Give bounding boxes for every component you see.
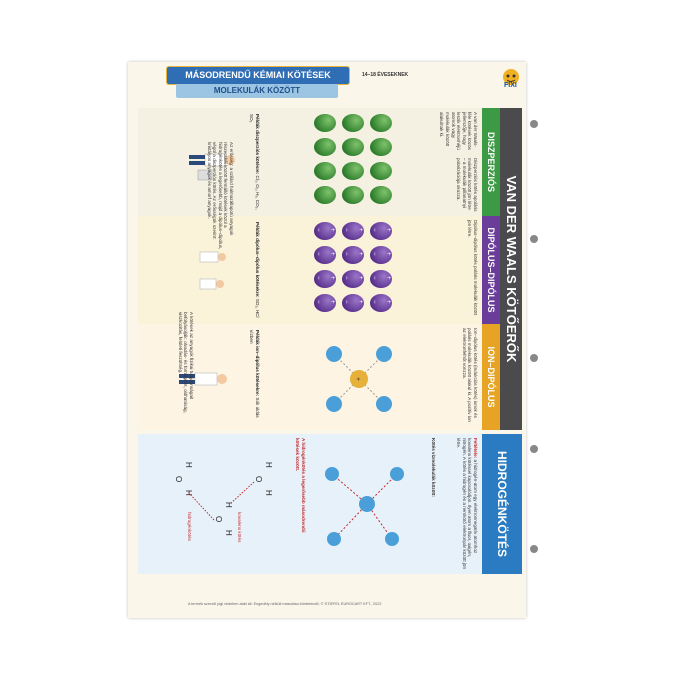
column-dipole: Dipólus–dipólus kötés poláris molekulák … (138, 216, 482, 324)
column-hydrogen-bond: Feltétele: a hidrogén-atom egy elektronn… (138, 434, 482, 574)
subsection-dip: DIPÓLUS–DIPÓLUS (482, 216, 500, 324)
column-dispersion: A van der Waals-féle kötések közös jelle… (138, 108, 482, 216)
column-ion-dipole: Ion–dipólus kötés (indukciós kötés) iono… (138, 324, 482, 430)
water-structure-diagram: HOH HOH HOH (174, 462, 273, 536)
disp-example: Példák diszperziós kötésre: Cl₂, O₂, H₂,… (249, 114, 260, 212)
molecule-dipole (342, 246, 364, 264)
molecule-apolar (370, 138, 392, 156)
ion-example-label: Példák ion–dipólus kötésekre: (255, 330, 260, 397)
label-hbond: hidrogénkötés (187, 512, 192, 541)
svg-text:H: H (184, 462, 193, 468)
molecule-dipole (342, 294, 364, 312)
water-hbond-diagram (325, 467, 404, 546)
molecule-dipole (314, 294, 336, 312)
binder-hole (530, 545, 538, 553)
subsection-ion: ION–DIPÓLUS (482, 324, 500, 430)
age-label: 14–18 ÉVESEKNEK (362, 72, 409, 78)
label-covalent: kovalens kötés (237, 512, 242, 543)
molecule-apolar (370, 162, 392, 180)
dip-example-values: SO₂, HCl (255, 298, 260, 318)
molecule-dipole (314, 222, 336, 240)
svg-text:H: H (264, 490, 273, 496)
logo-text: FIXI (504, 82, 517, 89)
svg-text:O: O (254, 476, 263, 482)
poster-sheet: MÁSODRENDŰ KÉMIAI KÖTÉSEK MOLEKULÁK KÖZÖ… (128, 62, 526, 618)
disp-example-label: Példák diszperziós kötésre: (255, 114, 260, 175)
svg-text:O: O (174, 476, 183, 482)
left-text-strength: Az erősség: a szilárd halmazállapotú any… (206, 142, 234, 250)
section-vdw-title: VAN DER WAALS KÖTŐERŐK (500, 108, 522, 430)
disp-molecule-grid (314, 114, 392, 204)
poster-subtitle: MOLEKULÁK KÖZÖTT (176, 84, 338, 98)
molecule-apolar (314, 162, 336, 180)
dip-example: Példák dipólus–dipólus kötésekre: SO₂, H… (254, 222, 260, 320)
student-illustration-icon (179, 372, 227, 386)
section-h-title: HIDROGÉNKÖTÉS (482, 434, 522, 574)
molecule-apolar (314, 138, 336, 156)
molecule-dipole (370, 270, 392, 288)
disp-text: Diszperziós kötés apoláris molekulák köz… (456, 158, 478, 212)
h-condition: Feltétele: a hidrogén-atom egy elektronn… (456, 438, 478, 570)
binder-hole (530, 120, 538, 128)
rotated-content: VAN DER WAALS KÖTŐERŐK HIDROGÉNKÖTÉS DIS… (128, 62, 526, 618)
intro-text: A van der Waals-féle kötések közös jelle… (439, 112, 478, 150)
left-text-properties: A kötések az anyagok fizikai tulajdonság… (177, 312, 194, 413)
dip-example-label: Példák dipólus–dipólus kötésekre: (255, 222, 260, 298)
svg-text:H: H (264, 462, 273, 468)
molecule-dipole (370, 246, 392, 264)
researchers-illustration-icon (199, 251, 226, 290)
subsection-disp: DISZPERZIÓS (482, 108, 500, 216)
molecule-apolar (314, 186, 336, 204)
dip-molecule-grid (314, 222, 392, 312)
ion-dipole-diagram: + (326, 346, 392, 412)
svg-text:+: + (354, 377, 361, 381)
h-condition-label: Feltétele: (473, 438, 478, 459)
molecule-dipole (314, 270, 336, 288)
svg-text:O: O (214, 516, 223, 522)
scientist-illustration-icon (189, 153, 235, 181)
h-strong-label: A hidrogénkötés a legerősebb másodrendű … (295, 438, 306, 533)
molecule-dipole (314, 246, 336, 264)
molecule-dipole (342, 270, 364, 288)
molecule-apolar (370, 186, 392, 204)
binder-hole (530, 354, 538, 362)
h-condition-text: a hidrogén-atom egy elektronnegatív atom… (456, 438, 478, 570)
molecule-apolar (370, 114, 392, 132)
molecule-apolar (342, 114, 364, 132)
molecule-apolar (314, 114, 336, 132)
binder-hole (530, 445, 538, 453)
molecule-apolar (342, 186, 364, 204)
molecule-dipole (342, 222, 364, 240)
h-water-label: Kötés vízmolekulák között: (431, 438, 436, 497)
footer-copyright: A termék szerzői jogi védelem alatt áll.… (188, 602, 382, 606)
svg-text:H: H (224, 502, 233, 508)
molecule-dipole (370, 222, 392, 240)
dip-text: Dipólus–dipólus kötés poláris molekulák … (467, 220, 478, 315)
svg-text:H: H (224, 530, 233, 536)
molecule-apolar (342, 138, 364, 156)
molecule-apolar (342, 162, 364, 180)
molecule-dipole (370, 294, 392, 312)
ion-text: Ion–dipólus kötés (indukciós kötés) iono… (461, 328, 478, 422)
ion-example: Példák ion–dipólus kötésekre: Sók oldás … (249, 330, 260, 426)
binder-hole (530, 235, 538, 243)
fixi-logo-icon (503, 69, 519, 85)
